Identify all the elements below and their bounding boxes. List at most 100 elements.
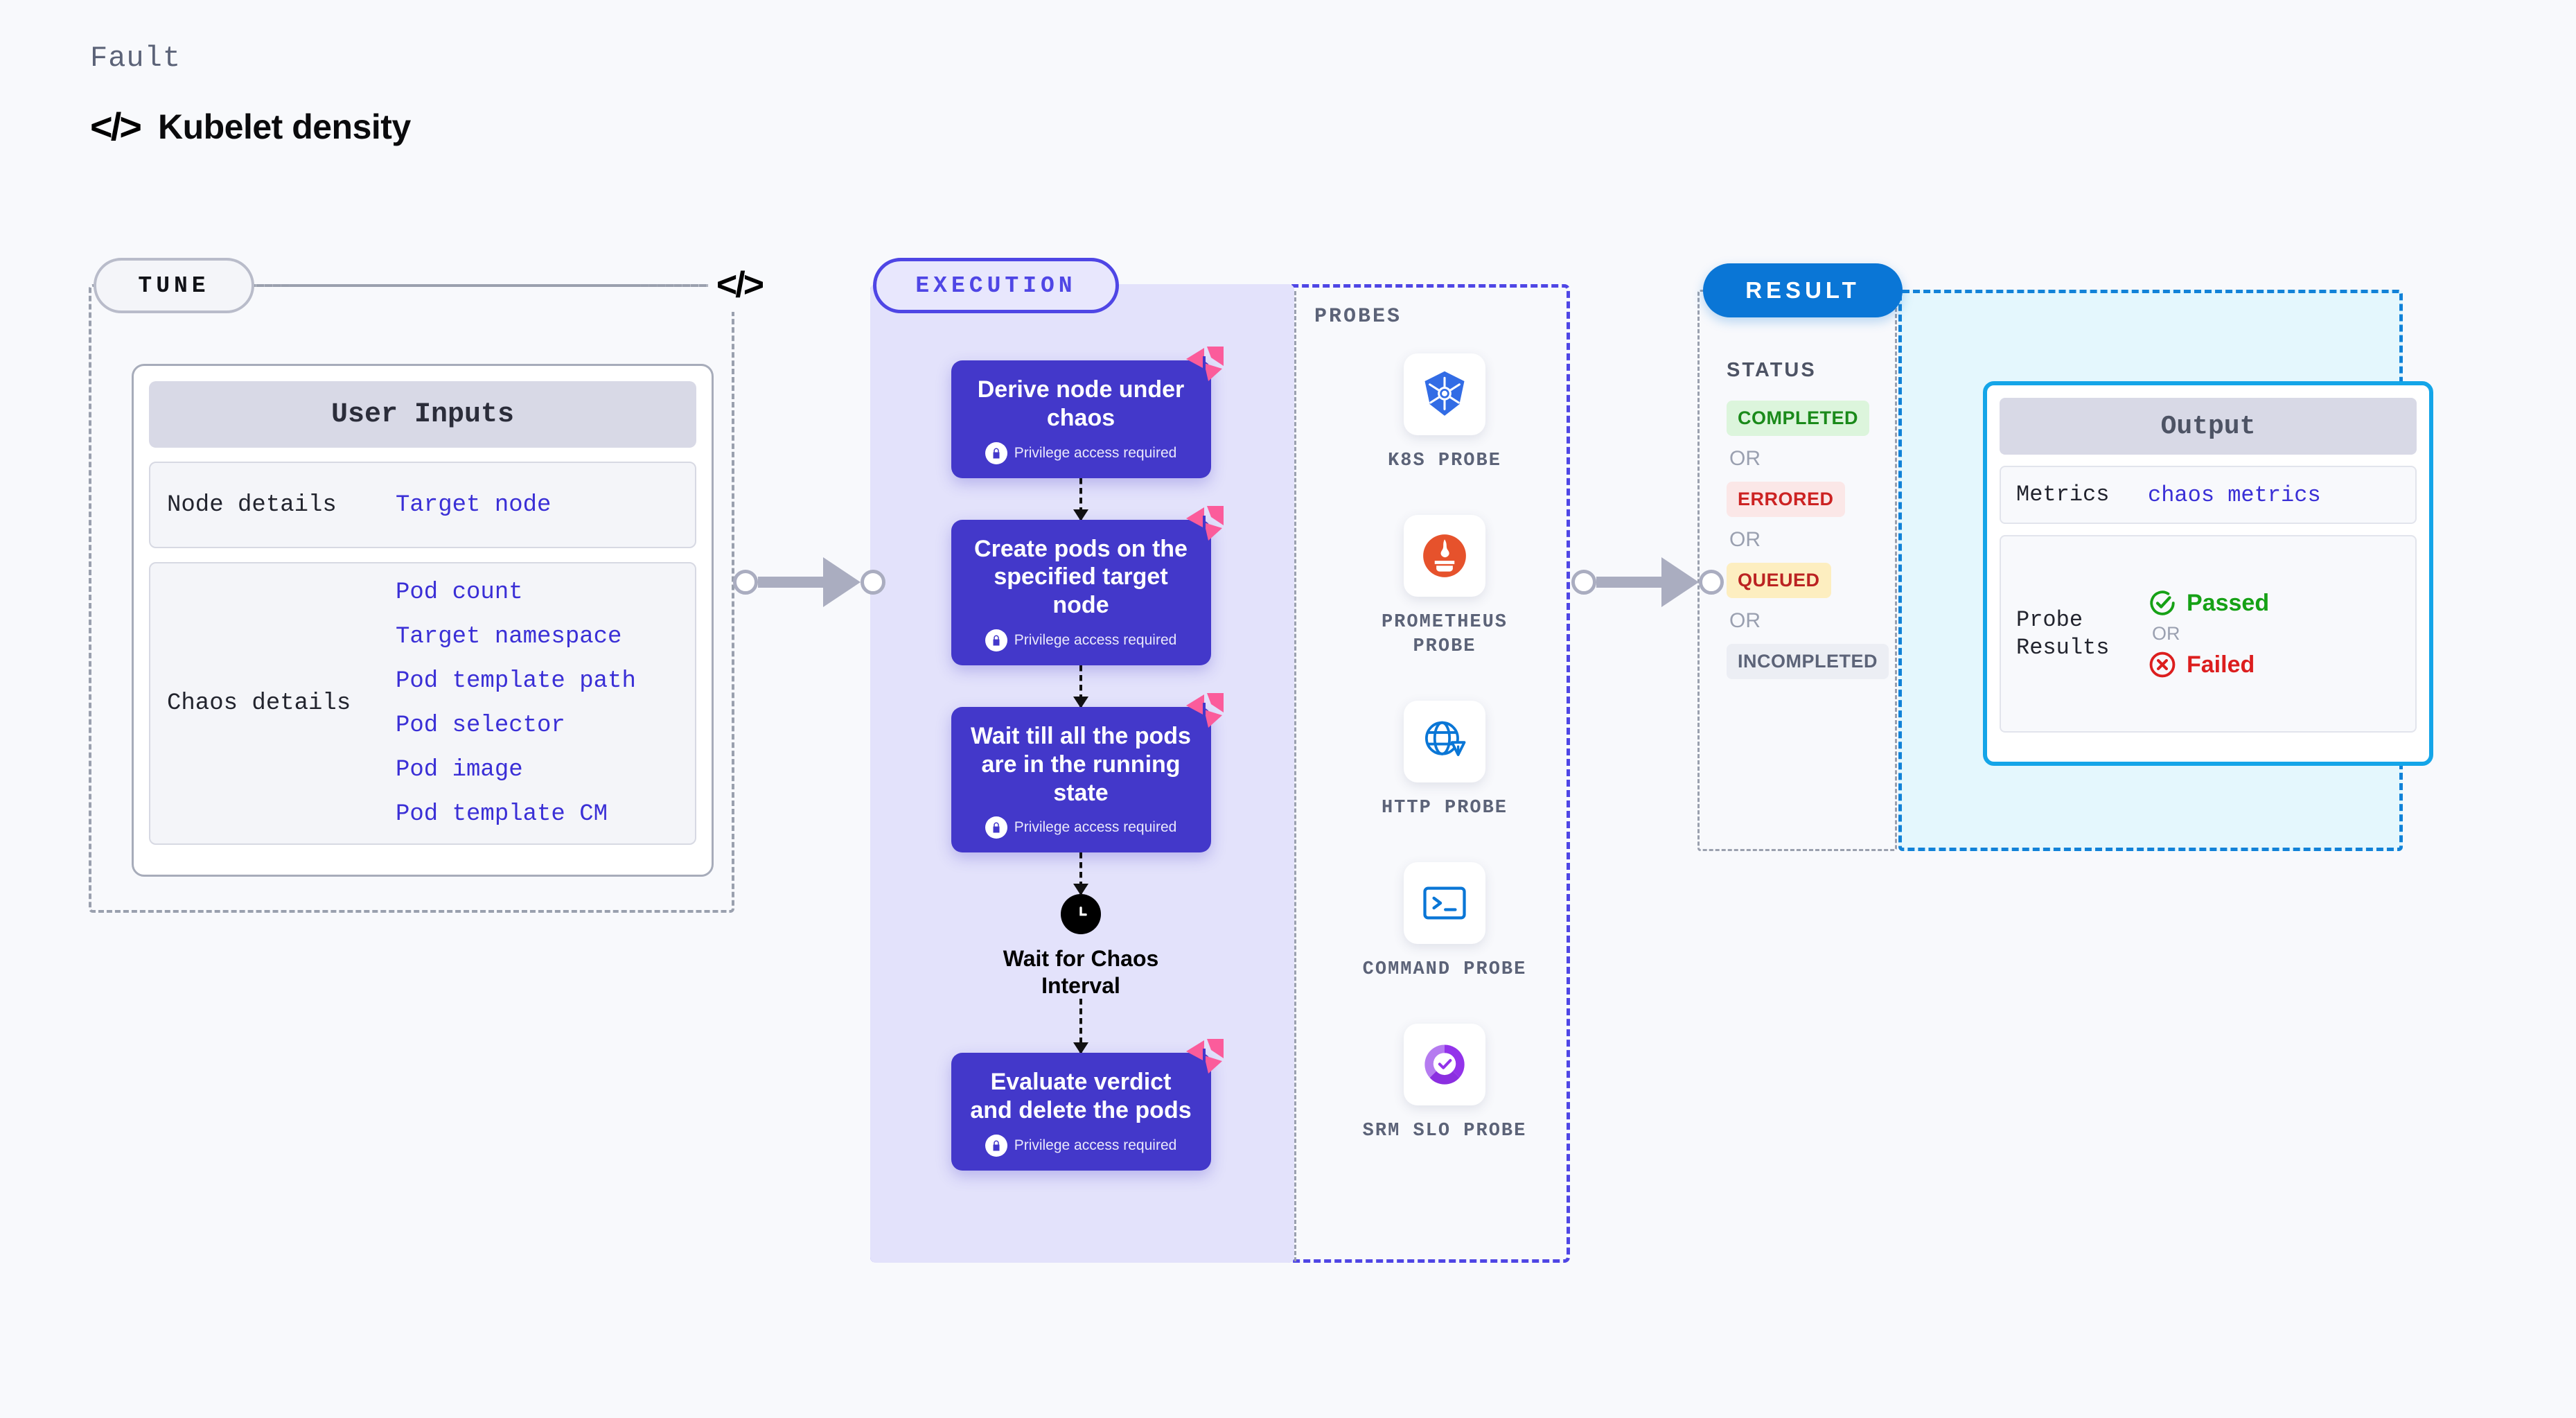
status-badge: QUEUED bbox=[1727, 563, 1831, 598]
status-badge: INCOMPLETED bbox=[1727, 644, 1889, 679]
output-row-metrics: Metrics chaos metrics bbox=[2000, 466, 2417, 524]
wait-for-chaos-interval-node: Wait for Chaos Interval bbox=[991, 894, 1171, 999]
status-section-label: STATUS bbox=[1727, 359, 1817, 381]
arrow-shaft bbox=[758, 577, 824, 588]
terminal-icon bbox=[1404, 862, 1485, 945]
tune-top-dashed-line bbox=[256, 284, 707, 287]
code-icon: </> bbox=[90, 105, 142, 148]
probes-column: K8S PROBE PROMETHEUS PROBE bbox=[1337, 353, 1552, 1144]
privilege-note: Privilege access required bbox=[969, 1134, 1193, 1157]
user-inputs-card: User Inputs Node details Target node Cha… bbox=[132, 364, 714, 877]
clock-icon bbox=[1061, 894, 1101, 935]
privilege-text: Privilege access required bbox=[1014, 1137, 1177, 1153]
lock-icon bbox=[985, 629, 1007, 651]
probe-item-command[interactable]: COMMAND PROBE bbox=[1351, 862, 1538, 982]
input-value[interactable]: Pod template CM bbox=[396, 801, 608, 828]
metrics-label: Metrics bbox=[2016, 482, 2110, 507]
wait-node-label: Wait for Chaos Interval bbox=[1003, 946, 1159, 998]
harness-badge-icon bbox=[1185, 1039, 1224, 1074]
probes-divider bbox=[1294, 291, 1296, 1261]
probes-section-label: PROBES bbox=[1314, 305, 1402, 329]
probe-label: COMMAND PROBE bbox=[1362, 959, 1527, 981]
prometheus-icon bbox=[1404, 515, 1485, 597]
execution-step-card[interactable]: Derive node under chaos Privilege access… bbox=[951, 347, 1224, 478]
arrow-head bbox=[1661, 557, 1699, 607]
input-value[interactable]: Pod count bbox=[396, 579, 523, 606]
privilege-text: Privilege access required bbox=[1014, 444, 1177, 461]
step-connector-arrow bbox=[1079, 665, 1082, 707]
harness-badge-icon bbox=[1185, 505, 1224, 541]
page-title: Kubelet density bbox=[157, 107, 411, 146]
input-value[interactable]: Pod selector bbox=[396, 712, 565, 739]
flow-arrow-execution-to-result bbox=[1571, 557, 1724, 607]
execution-step-card[interactable]: Create pods on the specified target node… bbox=[951, 505, 1224, 665]
execution-steps-column: Derive node under chaos Privilege access… bbox=[949, 347, 1224, 1171]
input-group-chaos-details: Chaos details Pod count Target namespace… bbox=[149, 562, 696, 845]
arrow-head bbox=[823, 557, 861, 607]
arrow-end-dot bbox=[861, 570, 885, 595]
step-title: Evaluate verdict and delete the pods bbox=[970, 1069, 1192, 1123]
fault-eyebrow-label: Fault bbox=[90, 42, 182, 75]
step-connector-arrow bbox=[1079, 852, 1082, 895]
arrow-start-dot bbox=[733, 570, 758, 595]
output-card: Output Metrics chaos metrics Probe Resul… bbox=[1983, 381, 2433, 766]
probe-result-or-label: OR bbox=[2152, 623, 2180, 644]
step-connector-arrow bbox=[1079, 478, 1082, 520]
probe-result-failed: Failed bbox=[2148, 650, 2269, 679]
lock-icon bbox=[985, 441, 1007, 464]
probe-results-values: Passed OR Failed bbox=[2148, 588, 2269, 679]
status-badge-list: COMPLETED OR ERRORED OR QUEUED OR INCOMP… bbox=[1727, 401, 1893, 679]
input-value[interactable]: Target node bbox=[396, 491, 552, 518]
title-row: </> Kubelet density bbox=[90, 104, 411, 149]
step-title: Derive node under chaos bbox=[977, 376, 1185, 431]
arrow-shaft bbox=[1596, 577, 1663, 588]
privilege-text: Privilege access required bbox=[1014, 819, 1177, 836]
harness-badge-icon bbox=[1185, 347, 1224, 381]
check-circle-icon bbox=[2150, 590, 2175, 615]
probe-item-http[interactable]: HTTP PROBE bbox=[1351, 701, 1538, 821]
arrow-end-dot bbox=[1699, 570, 1724, 595]
probe-label: PROMETHEUS PROBE bbox=[1381, 612, 1508, 658]
group-values: Target node bbox=[396, 492, 551, 518]
probe-label: K8S PROBE bbox=[1388, 450, 1501, 471]
execution-pill-label: EXECUTION bbox=[873, 258, 1119, 313]
execution-step-card[interactable]: Evaluate verdict and delete the pods Pri… bbox=[951, 1039, 1224, 1171]
group-label: Chaos details bbox=[167, 690, 351, 717]
probe-label: SRM SLO PROBE bbox=[1362, 1121, 1527, 1142]
step-title: Create pods on the specified target node bbox=[974, 535, 1188, 619]
output-title: Output bbox=[2000, 398, 2417, 455]
status-badge: ERRORED bbox=[1727, 482, 1845, 517]
tune-pill-label: TUNE bbox=[94, 258, 254, 313]
metrics-value[interactable]: chaos metrics bbox=[2148, 482, 2321, 508]
input-value[interactable]: Pod template path bbox=[396, 668, 636, 694]
lock-icon bbox=[985, 816, 1007, 839]
user-inputs-title: User Inputs bbox=[149, 381, 696, 448]
privilege-text: Privilege access required bbox=[1014, 631, 1177, 648]
probe-label: HTTP PROBE bbox=[1381, 798, 1508, 819]
lock-icon bbox=[985, 1134, 1007, 1157]
status-or-label: OR bbox=[1729, 447, 1761, 470]
probe-item-srm-slo[interactable]: SRM SLO PROBE bbox=[1351, 1024, 1538, 1144]
status-badge: COMPLETED bbox=[1727, 401, 1870, 436]
passed-label: Passed bbox=[2187, 589, 2270, 616]
input-value[interactable]: Target namespace bbox=[396, 624, 622, 650]
input-value[interactable]: Pod image bbox=[396, 757, 523, 783]
probe-results-label: Probe Results bbox=[2016, 606, 2110, 660]
privilege-note: Privilege access required bbox=[969, 441, 1193, 464]
group-label: Node details bbox=[167, 491, 337, 518]
input-group-node-details: Node details Target node bbox=[149, 462, 696, 548]
execution-step-card[interactable]: Wait till all the pods are in the runnin… bbox=[951, 692, 1224, 853]
output-row-probe-results: Probe Results Passed OR Failed bbox=[2000, 535, 2417, 733]
failed-label: Failed bbox=[2187, 651, 2255, 678]
kubernetes-icon bbox=[1404, 353, 1485, 435]
privilege-note: Privilege access required bbox=[969, 816, 1193, 839]
step-connector-arrow bbox=[1079, 999, 1082, 1053]
status-or-label: OR bbox=[1729, 609, 1761, 632]
harness-badge-icon bbox=[1185, 692, 1224, 728]
page-header: Fault </> Kubelet density bbox=[90, 42, 411, 149]
probe-item-prometheus[interactable]: PROMETHEUS PROBE bbox=[1351, 515, 1538, 659]
probe-item-k8s[interactable]: K8S PROBE bbox=[1351, 353, 1538, 473]
group-values: Pod count Target namespace Pod template … bbox=[396, 579, 636, 828]
arrow-start-dot bbox=[1571, 570, 1596, 595]
step-title: Wait till all the pods are in the runnin… bbox=[971, 722, 1191, 806]
